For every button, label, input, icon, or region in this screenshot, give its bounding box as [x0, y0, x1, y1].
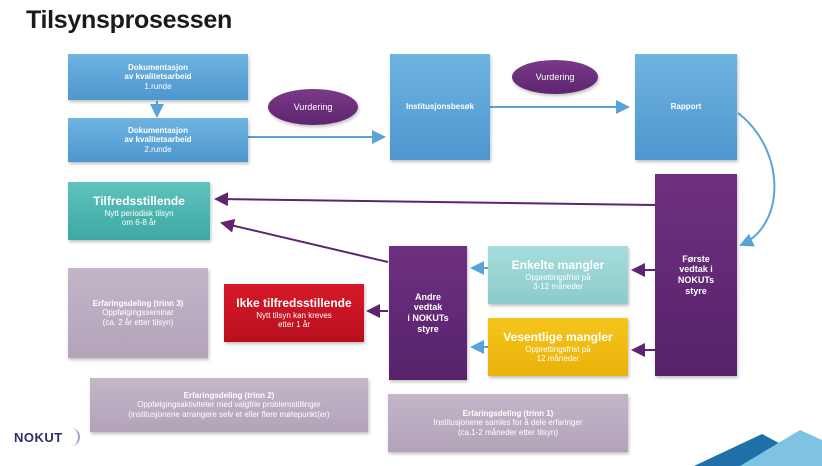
doc-round2-line2: av kvalitetsarbeid [124, 135, 192, 145]
ikke-tilfredsstillende-box: Ikke tilfredsstillende Nytt tilsyn kan k… [224, 284, 364, 342]
vesentlige-mangler-title: Vesentlige mangler [503, 330, 613, 345]
doc-round2-line1: Dokumentasjon [127, 125, 188, 135]
forste-vedtak-box: Første vedtak i NOKUTs styre [655, 174, 737, 376]
erfaringsdeling-trinn1-box: Erfaringsdeling (trinn 1) Institusjonene… [388, 394, 628, 452]
enkelte-mangler-line2: 3-12 måneder [533, 282, 583, 292]
forste-vedtak-line1: Første [682, 253, 710, 264]
erfaringsdeling-trinn3-line1: Oppfølgingsseminar [102, 308, 174, 318]
arrow-forste-vedtak-tilfredsstillende [214, 192, 656, 207]
doc-round2-line3: 2.runde [144, 144, 172, 154]
erfaringsdeling-trinn2-line2: (institusjonene arrangere selv et eller … [128, 409, 330, 419]
andre-vedtak-line1: Andre [414, 291, 441, 302]
forste-vedtak-line2: vedtak i [679, 264, 713, 275]
corner-decoration-light [740, 430, 822, 466]
erfaringsdeling-trinn3-line2: (ca. 2 år etter tilsyn) [102, 317, 174, 327]
erfaringsdeling-trinn3-box: Erfaringsdeling (trinn 3) Oppfølgingssem… [68, 268, 208, 358]
nokut-logo: NOKUT [14, 430, 63, 445]
andre-vedtak-box: Andre vedtak i NOKUTs styre [389, 246, 467, 380]
ikke-tilfredsstillende-title: Ikke tilfredsstillende [236, 296, 352, 311]
arrow-rapport-forste-vedtak [737, 112, 776, 247]
erfaringsdeling-trinn3-title: Erfaringsdeling (trinn 3) [92, 298, 184, 308]
erfaringsdeling-trinn1-line1: Institusjonene samles for å dele erfarin… [433, 418, 583, 428]
rapport-label: Rapport [670, 102, 702, 112]
doc-round1-line3: 1.runde [144, 81, 172, 91]
erfaringsdeling-trinn2-box: Erfaringsdeling (trinn 2) Oppfølgingsakt… [90, 378, 368, 432]
page-title: Tilsynsprosessen [26, 6, 232, 34]
institusjonsbesok-label: Institusjonsbesøk [405, 102, 474, 112]
erfaringsdeling-trinn2-title: Erfaringsdeling (trinn 2) [183, 390, 275, 400]
vurdering-oval-2: Vurdering [512, 60, 598, 94]
institusjonsbesok-box: Institusjonsbesøk [390, 54, 490, 160]
forste-vedtak-line3: NOKUTs [677, 275, 715, 285]
enkelte-mangler-line1: Opprettingsfrist på [525, 272, 591, 282]
doc-round1-line1: Dokumentasjon [127, 62, 188, 72]
vurdering-oval-1: Vurdering [268, 89, 358, 125]
andre-vedtak-line4: styre [417, 323, 439, 334]
ikke-tilfredsstillende-line2: etter 1 år [277, 320, 310, 330]
vesentlige-mangler-box: Vesentlige mangler Opprettingsfrist på 1… [488, 318, 628, 376]
erfaringsdeling-trinn1-line2: (ca.1-2 måneder etter tilsyn) [457, 427, 559, 437]
doc-round1-line2: av kvalitetsarbeid [124, 72, 192, 82]
doc-round2-box: Dokumentasjon av kvalitetsarbeid 2.runde [68, 118, 248, 162]
tilfredsstillende-line1: Nytt periodisk tilsyn [104, 208, 174, 218]
arrow-andre-vedtak-tilfredsstillende [220, 218, 389, 263]
nokut-logo-mark [64, 428, 80, 446]
rapport-box: Rapport [635, 54, 737, 160]
ikke-tilfredsstillende-line1: Nytt tilsyn kan kreves [256, 310, 332, 320]
tilfredsstillende-box: Tilfredsstillende Nytt periodisk tilsyn … [68, 182, 210, 240]
enkelte-mangler-title: Enkelte mangler [511, 258, 605, 273]
andre-vedtak-line3: i NOKUTs [407, 313, 449, 323]
tilfredsstillende-line2: om 6-8 år [121, 218, 157, 228]
erfaringsdeling-trinn2-line1: Oppfølgingsaktiviteter med valgfrie prob… [137, 400, 321, 410]
vesentlige-mangler-line1: Opprettingsfrist på [525, 344, 591, 354]
erfaringsdeling-trinn1-title: Erfaringsdeling (trinn 1) [462, 408, 554, 418]
forste-vedtak-line4: styre [685, 285, 707, 296]
enkelte-mangler-box: Enkelte mangler Opprettingsfrist på 3-12… [488, 246, 628, 304]
vesentlige-mangler-line2: 12 måneder [536, 354, 580, 364]
andre-vedtak-line2: vedtak [413, 302, 443, 313]
doc-round1-box: Dokumentasjon av kvalitetsarbeid 1.runde [68, 54, 248, 100]
tilfredsstillende-title: Tilfredsstillende [93, 194, 185, 209]
